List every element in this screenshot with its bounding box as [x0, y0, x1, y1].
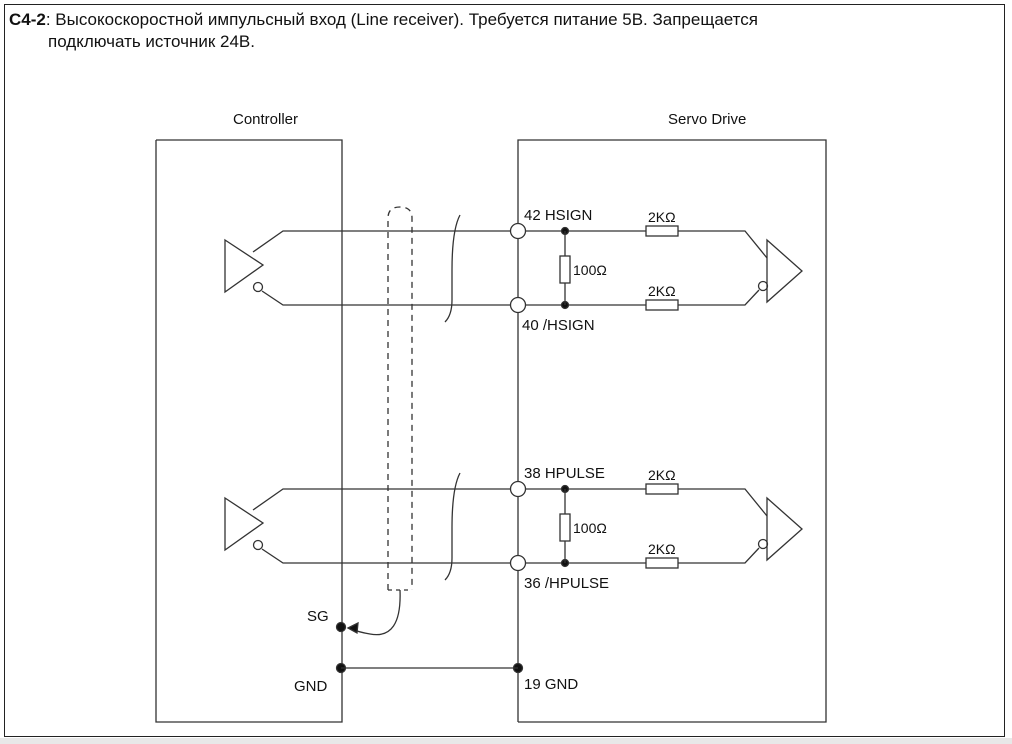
- caption: C4-2: Высокоскоростной импульсный вход (…: [9, 9, 989, 53]
- terminal-42: [509, 222, 527, 240]
- inverter-bubble-icon: [252, 281, 264, 293]
- terminal-36: [509, 554, 527, 572]
- controller-box: [155, 139, 343, 723]
- inverter-bubble-icon: [252, 539, 264, 551]
- channel-hsign: 42 HSIGN 40 /HSIGN 100Ω 2KΩ 2KΩ: [224, 207, 803, 334]
- inverter-bubble-icon: [757, 280, 769, 292]
- caption-code: C4-2: [9, 10, 46, 29]
- resistor-2k-icon: [645, 299, 679, 311]
- shield-drain-arrow: [351, 589, 401, 636]
- resistor-100-icon: [559, 255, 571, 284]
- arrowhead-icon: [346, 621, 359, 635]
- r100-label: 100Ω: [573, 520, 607, 536]
- pin-19-label: 19 GND: [524, 676, 578, 693]
- pin-42-label: 42 HSIGN: [524, 207, 592, 224]
- cable-shield: [387, 206, 413, 590]
- r100-label: 100Ω: [573, 262, 607, 278]
- line-receiver-icon: [766, 496, 803, 562]
- bottom-strip: [0, 738, 1012, 744]
- line-receiver-icon: [766, 238, 803, 304]
- r2k-label: 2KΩ: [648, 541, 676, 557]
- resistor-2k-icon: [645, 483, 679, 495]
- r2k-label: 2KΩ: [648, 209, 676, 225]
- line-driver-icon: [224, 496, 265, 552]
- channel-hpulse: 38 HPULSE 36 /HPULSE 100Ω 2KΩ 2KΩ: [224, 465, 803, 592]
- caption-line2: подключать источник 24В.: [48, 32, 255, 51]
- r2k-label: 2KΩ: [648, 283, 676, 299]
- resistor-100-icon: [559, 513, 571, 542]
- pin-36-label: 36 /HPULSE: [524, 575, 609, 592]
- servo-box: [517, 139, 827, 723]
- pin-38-label: 38 HPULSE: [524, 465, 605, 482]
- r2k-label: 2KΩ: [648, 467, 676, 483]
- gnd-label: GND: [294, 678, 328, 695]
- terminal-40: [509, 296, 527, 314]
- controller-title: Controller: [233, 111, 298, 128]
- caption-line1: : Высокоскоростной импульсный вход (Line…: [45, 10, 758, 29]
- servo-title: Servo Drive: [668, 111, 746, 128]
- terminal-38: [509, 480, 527, 498]
- inverter-bubble-icon: [757, 538, 769, 550]
- sg-node: [335, 621, 347, 633]
- sg-label: SG: [307, 608, 329, 625]
- resistor-2k-icon: [645, 225, 679, 237]
- diagram-frame: [4, 4, 1005, 737]
- line-driver-icon: [224, 238, 265, 294]
- resistor-2k-icon: [645, 557, 679, 569]
- pin-40-label: 40 /HSIGN: [522, 317, 595, 334]
